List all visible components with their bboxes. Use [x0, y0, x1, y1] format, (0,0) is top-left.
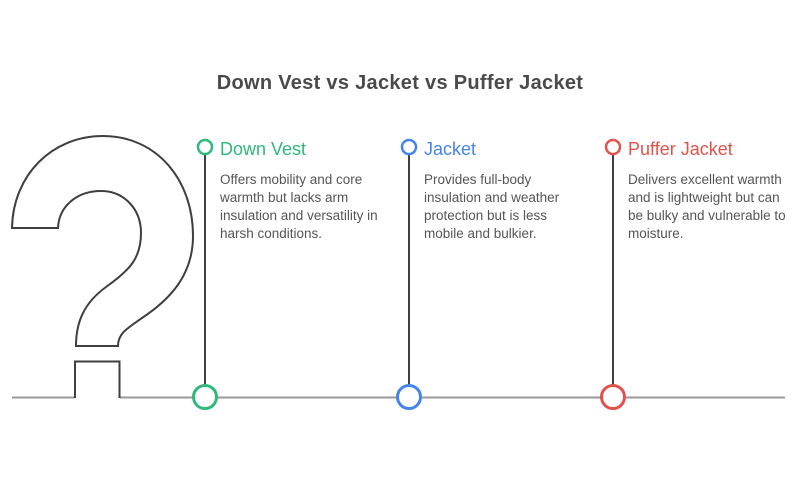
page-title: Down Vest vs Jacket vs Puffer Jacket	[216, 72, 584, 94]
jacket-node-bottom	[396, 384, 422, 410]
down-vest-heading: Down Vest	[220, 139, 307, 159]
question-mark-dot-icon	[74, 360, 121, 398]
puffer-jacket-heading: Puffer Jacket	[628, 139, 733, 159]
down-vest-description: Offers mobility and core warmth but lack…	[220, 172, 378, 241]
puffer-jacket-node-bottom	[600, 384, 626, 410]
question-mark-icon	[10, 134, 195, 347]
jacket-heading: Jacket	[424, 139, 477, 159]
down-vest-node-top	[196, 138, 214, 156]
puffer-jacket-node-top	[604, 138, 622, 156]
down-vest-node-bottom	[192, 384, 218, 410]
jacket-node-top	[400, 138, 418, 156]
column-down-vest: Down Vest Offers mobility and core warmt…	[220, 138, 378, 243]
column-jacket: Jacket Provides full-body insulation and…	[424, 138, 582, 243]
jacket-description: Provides full-body insulation and weathe…	[424, 172, 560, 241]
column-puffer-jacket: Puffer Jacket Delivers excellent warmth …	[628, 138, 786, 243]
puffer-jacket-description: Delivers excellent warmth and is lightwe…	[628, 172, 786, 241]
